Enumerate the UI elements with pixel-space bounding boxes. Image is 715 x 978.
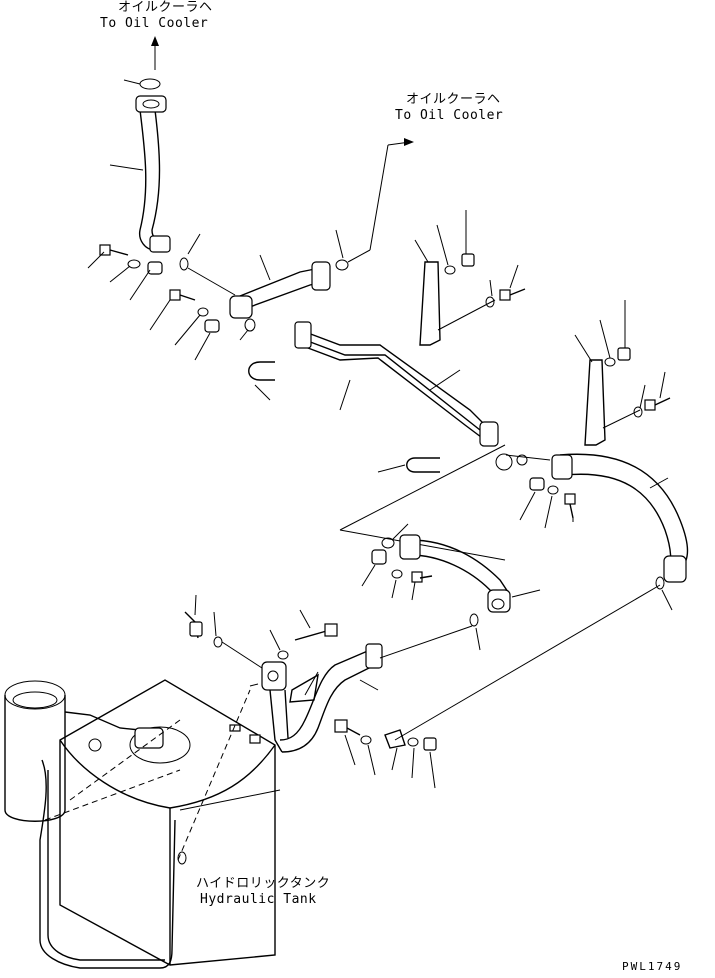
top-outlet-arrow [151, 36, 159, 70]
label-hydraulic-tank-jp: ハイドロリックタンク [196, 876, 331, 891]
elbow-fitting [184, 594, 263, 669]
bracket-upper [414, 210, 526, 346]
bolt-set-upper-left [87, 244, 163, 301]
hydraulic-tank [39, 679, 281, 969]
right-hose [505, 453, 689, 611]
flange-clamp-right [519, 477, 576, 529]
label-to-oil-cooler-right-jp: オイルクーラヘ [406, 92, 501, 107]
lower-steel-pipe [261, 625, 473, 753]
right-outlet-arrow [347, 138, 414, 263]
bolt-set-mid-left [149, 289, 256, 361]
label-to-oil-cooler-top-jp: オイルクーラヘ [118, 0, 213, 15]
o-ring-top [139, 78, 161, 90]
steel-pipe-main [294, 321, 528, 471]
flange-clamp-middle [361, 549, 433, 601]
drawing-code: PWL1749 [622, 960, 683, 973]
label-to-oil-cooler-right-en: To Oil Cooler [395, 108, 504, 123]
label-to-oil-cooler-top-en: To Oil Cooler [100, 16, 209, 31]
long-bolt [269, 609, 338, 660]
pipe-clip [289, 673, 319, 703]
main-upper-hose [229, 229, 349, 319]
top-hose [109, 95, 171, 253]
bracket-lower [574, 300, 671, 446]
u-bolt-mid [377, 457, 440, 473]
filter-cylinder [4, 680, 141, 822]
label-hydraulic-tank-en: Hydraulic Tank [200, 892, 317, 907]
bolt-set-lower [334, 719, 437, 789]
u-bolt-left [248, 361, 275, 401]
middle-hose [381, 523, 541, 613]
